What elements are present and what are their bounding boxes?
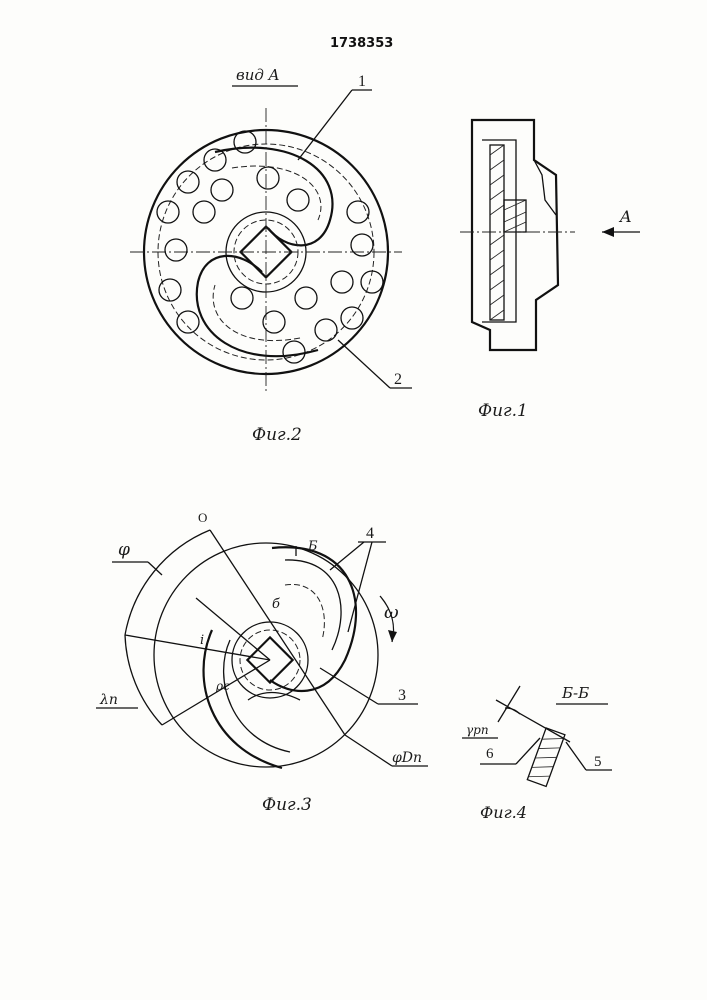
fig3-label-o: O [198, 510, 207, 525]
ball [283, 341, 305, 363]
ball [287, 189, 309, 211]
fig1-drawing: A Фиг.1 [460, 120, 640, 421]
fig2-cutter-upper-inner [232, 166, 321, 220]
fig4-tooth-body [527, 728, 565, 787]
hatch [504, 200, 526, 210]
fig2-view-title: вид A [236, 66, 280, 84]
ball [315, 319, 337, 341]
fig3-cutter-dashed [285, 584, 324, 640]
fig4-callout-6-leader [516, 738, 540, 764]
hatch [490, 190, 504, 200]
fig2-caption: Фиг.2 [252, 425, 302, 445]
ball [263, 311, 285, 333]
fig3-callout-4-leader-a [330, 542, 364, 570]
hatch [490, 295, 504, 305]
hatch [532, 760, 554, 774]
fig3-label-dia: φDп [392, 750, 422, 766]
fig1-inner-outline [482, 140, 516, 322]
fig1-housing-outline [472, 120, 558, 350]
fig2-callout-1: 1 [358, 73, 366, 90]
fig3-caption: Фиг.3 [262, 795, 312, 815]
fig1-disc-section [490, 145, 504, 320]
fig4-callout-6: 6 [486, 746, 494, 762]
ball [177, 171, 199, 193]
fig2-callout-2: 2 [394, 371, 402, 388]
hatch [490, 205, 504, 215]
hatch [542, 732, 564, 746]
hatch [490, 175, 504, 185]
fig3-tooth [248, 693, 300, 701]
fig3-callout-3: 3 [398, 687, 406, 704]
fig3-label-lambda: λп [99, 692, 118, 708]
fig4-ref-line [498, 686, 520, 722]
fig3-dia-leader [345, 735, 392, 766]
fig3-label-b-small: б [272, 597, 280, 612]
hatch [490, 265, 504, 275]
ball [159, 279, 181, 301]
patent-number: 1738353 [330, 36, 393, 51]
fig2-cutter-lower-inner [213, 285, 300, 341]
hatch [535, 750, 557, 764]
fig2-drawing: вид A [130, 66, 412, 445]
hatch [504, 222, 526, 232]
ball [177, 311, 199, 333]
fig4-label-gamma: γрп [466, 723, 489, 737]
fig3-label-i: i [200, 633, 204, 648]
ball [257, 167, 279, 189]
ball [204, 149, 226, 171]
ball [341, 307, 363, 329]
fig3-label-b: Б [307, 539, 318, 554]
fig4-drawing: Б-Б γрп 6 5 Фиг.4 [462, 684, 612, 822]
fig3-drawing: O φ Б б ω i ρc λп φDп 4 3 Фиг.3 [96, 510, 428, 815]
fig1-view-label: A [618, 207, 632, 226]
fig4-gamma-arc [505, 708, 520, 714]
hatch [504, 212, 526, 222]
ball [231, 287, 253, 309]
fig3-callout-3-leader [320, 668, 378, 704]
fig3-cutter-inner [285, 560, 341, 650]
hatch [490, 280, 504, 290]
fig4-tooth [527, 728, 565, 787]
fig4-section-title: Б-Б [561, 684, 589, 702]
hatch [490, 145, 504, 155]
fig2-callout-1-leader [298, 90, 352, 160]
ball [331, 271, 353, 293]
ball [165, 239, 187, 261]
fig1-caption: Фиг.1 [478, 401, 528, 421]
hatch [490, 250, 504, 260]
fig4-callout-5: 5 [594, 754, 602, 770]
fig2-balls [157, 131, 383, 363]
ball [157, 201, 179, 223]
fig2-callout-2-leader [338, 340, 390, 388]
fig4-callout-5-leader [566, 742, 586, 770]
ball [295, 287, 317, 309]
fig3-phi-arc [125, 530, 210, 635]
ball [193, 201, 215, 223]
fig1-hatching [490, 145, 504, 320]
hatch [490, 235, 504, 245]
hatch [490, 160, 504, 170]
fig3-omega-arrowhead [388, 630, 397, 642]
ball [211, 179, 233, 201]
ball [234, 131, 256, 153]
fig3-label-phi: φ [118, 540, 130, 560]
fig3-label-rho: ρc [215, 679, 230, 693]
ball [351, 234, 373, 256]
fig2-cutter-lower-outer [197, 256, 318, 356]
hatch [539, 741, 561, 755]
fig1-view-arrow-head [602, 227, 614, 237]
ball [347, 201, 369, 223]
fig4-caption: Фиг.4 [480, 803, 527, 822]
fig3-callout-4: 4 [366, 525, 374, 542]
hatch [490, 310, 504, 320]
